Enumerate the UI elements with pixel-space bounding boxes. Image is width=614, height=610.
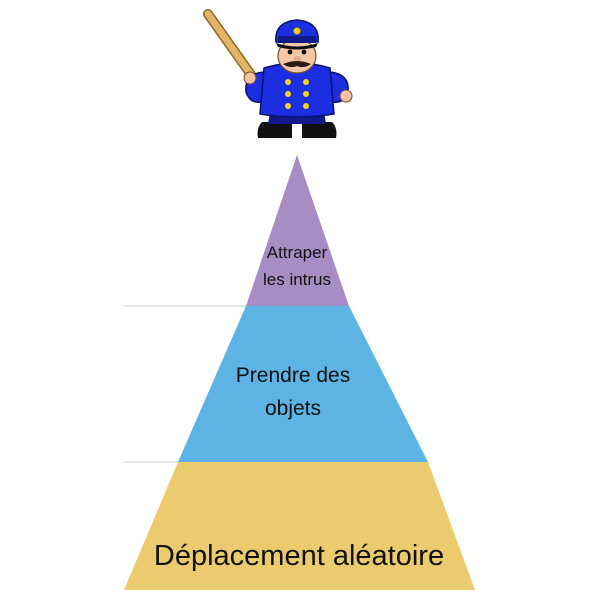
tier-bottom-label: Déplacement aléatoire: [154, 540, 444, 572]
pyramid-tier-top: [246, 155, 349, 306]
tier-top-label-line-2: les intrus: [263, 270, 331, 289]
police-hat-icon: [275, 19, 319, 50]
uniform-buttons: [285, 79, 309, 109]
baton-icon: [203, 9, 257, 81]
tier-middle-label-line-1: Prendre des: [236, 364, 350, 387]
boots-icon: [257, 122, 337, 138]
pyramid-tier-middle: [178, 306, 428, 462]
tier-top-label-line-1: Attraper: [267, 243, 328, 262]
pyramid: Attraper les intrus Prendre des objets D…: [124, 155, 475, 590]
police-officer-with-baton-icon: [203, 9, 353, 138]
baton-body: [204, 10, 256, 80]
pyramid-tier-bottom: [124, 462, 475, 590]
officer-head: [277, 38, 317, 74]
tier-middle-label-line-2: objets: [265, 397, 321, 420]
hat-badge: [293, 27, 301, 35]
